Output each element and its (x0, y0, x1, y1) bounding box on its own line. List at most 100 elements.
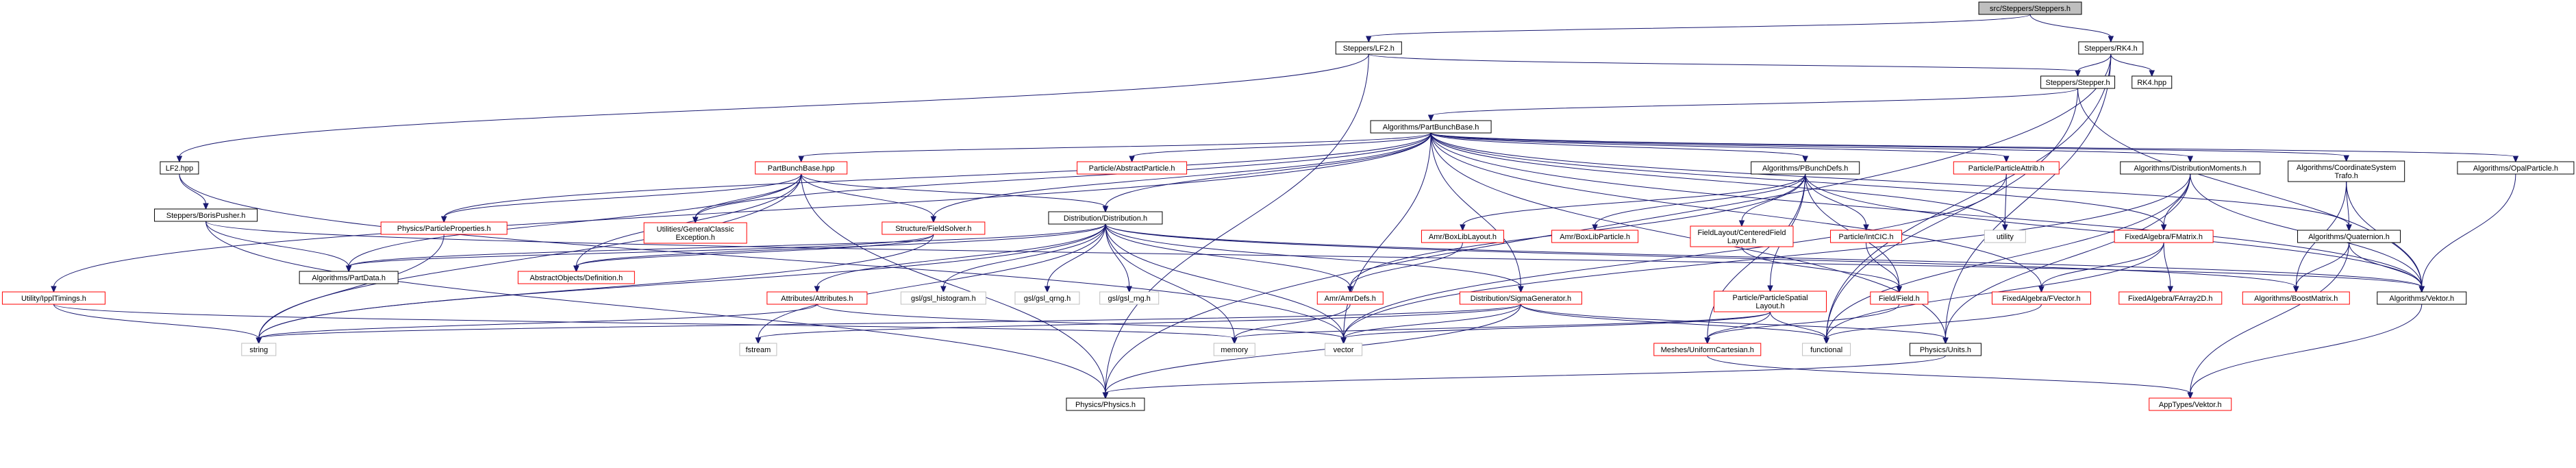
file-node-apptypes-vektor-h[interactable]: AppTypes/Vektor.h (2149, 397, 2232, 411)
file-node-label: gsl/gsl_rng.h (1108, 295, 1151, 303)
file-node-functional: functional (1802, 343, 1851, 356)
file-node-amrdefs-h[interactable]: Amr/AmrDefs.h (1316, 291, 1384, 305)
dependency-edge-partbunchbase_hpp-to-distribution_h (801, 173, 1109, 213)
dependency-edge-sigmagen_h-to-units_h (1520, 304, 1949, 345)
file-node-label: LF2.hpp (166, 164, 193, 173)
file-node-attributes-h[interactable]: Attributes/Attributes.h (766, 291, 868, 305)
file-node-uniformcartesian-h[interactable]: Meshes/UniformCartesian.h (1653, 343, 1762, 356)
dependency-edge-pbunchdefs_h-to-amrboxlibparticle_h (1592, 173, 1806, 232)
file-node-distmoments-h[interactable]: Algorithms/DistributionMoments.h (2120, 161, 2261, 175)
file-node-label: memory (1221, 346, 1248, 354)
file-node-field-h[interactable]: Field/Field.h (1870, 291, 1929, 305)
dependency-edges (51, 14, 2519, 399)
file-node-sigmagen-h[interactable]: Distribution/SigmaGenerator.h (1459, 291, 1582, 305)
file-node-stepper2-h[interactable]: Steppers/Stepper.h (2040, 75, 2116, 89)
file-node-utility: utility (1984, 230, 2026, 243)
file-node-partbunchbase-h[interactable]: Algorithms/PartBunchBase.h (1370, 120, 1492, 134)
file-node-partbunchbase-hpp[interactable]: PartBunchBase.hpp (755, 161, 848, 175)
dependency-edge-quaternion_h-to-boostmatrix_h (2293, 242, 2350, 293)
file-node-label: Physics/ParticleProperties.h (397, 225, 491, 233)
file-node-vektor-h[interactable]: Algorithms/Vektor.h (2377, 291, 2467, 305)
file-node-ippltimings-h[interactable]: Utility/IpplTimings.h (1, 291, 105, 305)
dependency-edge-distribution_h-to-memory (1105, 223, 1238, 345)
dependency-edge-quaternion_h-to-vektor_h (2349, 242, 2425, 293)
file-node-label: src/Steppers/Steppers.h (1990, 5, 2071, 13)
dependency-edge-vektor_h-to-apptypes_vektor_h (2187, 304, 2423, 399)
file-node-opalparticle-h[interactable]: Algorithms/OpalParticle.h (2457, 161, 2575, 175)
file-node-gsl-qrng-h: gsl/gsl_qrng.h (1014, 291, 1080, 305)
dependency-edge-particlespatial_h-to-memory (1231, 311, 1771, 345)
dependency-edge-pbunchdefs_h-to-intcic_h (1805, 173, 1869, 232)
file-node-label: Physics/Physics.h (1075, 401, 1136, 409)
file-node-units-h[interactable]: Physics/Units.h (1909, 343, 1981, 356)
dependency-edge-fvector_h-to-functional (1823, 304, 2042, 345)
file-node-abstractparticle-h[interactable]: Particle/AbstractParticle.h (1077, 161, 1188, 175)
dependency-edge-distmoments_h-to-functional (1823, 173, 2191, 345)
file-node-label: FieldLayout/CenteredField (1697, 229, 1786, 237)
dependency-edge-uniformcartesian_h-to-apptypes_vektor_h (1707, 355, 2194, 399)
file-node-lf2-hpp[interactable]: LF2.hpp (160, 161, 199, 175)
dependency-edge-distribution_h-to-gsl_rng_h (1105, 223, 1132, 293)
file-node-distribution-h[interactable]: Distribution/Distribution.h (1048, 211, 1163, 225)
file-node-label: Steppers/LF2.h (1343, 45, 1395, 53)
file-node-label: Algorithms/DistributionMoments.h (2134, 164, 2247, 173)
file-node-amrboxlibparticle-h[interactable]: Amr/BoxLibParticle.h (1551, 230, 1639, 243)
file-node-label: string (249, 346, 268, 354)
file-node-label: Layout.h (1727, 237, 1756, 245)
dependency-edge-sigmagen_h-to-string (255, 304, 1521, 345)
file-node-vector: vector (1325, 343, 1363, 356)
file-node-particleproperties-h[interactable]: Physics/ParticleProperties.h (380, 221, 508, 235)
dependency-edge-partbunchbase_h-to-opalparticle_h (1430, 132, 2519, 163)
file-node-fieldsolver-h[interactable]: Structure/FieldSolver.h (881, 221, 986, 235)
file-node-gsl-rng-h: gsl/gsl_rng.h (1099, 291, 1160, 305)
dependency-edge-ippltimings_h-to-memory (53, 304, 1238, 345)
file-node-farray2d-h[interactable]: FixedAlgebra/FArray2D.h (2118, 291, 2223, 305)
file-node-label: Distribution/Distribution.h (1064, 214, 1147, 223)
file-node-pbunchdefs-h[interactable]: Algorithms/PBunchDefs.h (1751, 161, 1860, 175)
file-node-intcic-h[interactable]: Particle/IntCIC.h (1830, 230, 1903, 243)
dependency-edge-distmoments_h-to-units_h (1942, 173, 2191, 345)
file-node-amrboxliblayout-h[interactable]: Amr/BoxLibLayout.h (1421, 230, 1504, 243)
dependency-edge-partbunchbase_h-to-coordsys_h (1430, 132, 2349, 162)
file-node-borispusher-h[interactable]: Steppers/BorisPusher.h (154, 208, 258, 222)
dependency-edge-particlespatial_h-to-uniformcartesian_h (1704, 311, 1771, 345)
file-node-label: gsl/gsl_qrng.h (1024, 295, 1071, 303)
file-node-partdata-h[interactable]: Algorithms/PartData.h (299, 271, 399, 284)
file-node-rk4-hpp[interactable]: RK4.hpp (2131, 75, 2173, 89)
file-node-physics-h[interactable]: Physics/Physics.h (1066, 397, 1145, 411)
file-node-fmatrix-h[interactable]: FixedAlgebra/FMatrix.h (2114, 230, 2214, 243)
file-node-rk4-h[interactable]: Steppers/RK4.h (2078, 41, 2144, 55)
file-node-label: FixedAlgebra/FVector.h (2002, 295, 2080, 303)
file-node-label: Algorithms/OpalParticle.h (2473, 164, 2558, 173)
file-node-label: Algorithms/CoordinateSystem (2297, 164, 2397, 172)
file-node-lf2-h[interactable]: Steppers/LF2.h (1335, 41, 1402, 55)
dependency-edge-particleattrib_h-to-utility (2002, 173, 2008, 232)
dependency-edge-partbunchbase_hpp-to-particleproperties_h (440, 173, 802, 223)
file-node-label: Particle/ParticleSpatial (1732, 294, 1808, 302)
file-node-particleattrib-h[interactable]: Particle/ParticleAttrib.h (1953, 161, 2060, 175)
file-node-label: Utilities/GeneralClassic (657, 225, 735, 234)
dependency-edge-partbunchbase_h-to-ippltimings_h (51, 132, 1431, 293)
file-node-label: utility (1997, 233, 2014, 241)
dependency-edge-fmatrix_h-to-fvector_h (2038, 242, 2164, 293)
file-node-label: Particle/ParticleAttrib.h (1968, 164, 2044, 173)
file-node-quaternion-h[interactable]: Algorithms/Quaternion.h (2297, 230, 2401, 243)
dependency-edge-partbunchbase_hpp-to-fieldsolver_h (801, 173, 937, 223)
dependency-edge-distribution_h-to-abstractdef_h (573, 223, 1106, 273)
dependency-edge-partbunchbase_h-to-fieldsolver_h (930, 132, 1431, 223)
file-node-label: AbstractObjects/Definition.h (529, 274, 623, 282)
file-node-label: RK4.hpp (2137, 79, 2166, 87)
dependency-edge-units_h-to-physics_h (1102, 355, 1946, 399)
dependency-edge-distribution_h-to-gsl_qrng_h (1044, 223, 1106, 293)
file-node-fvector-h[interactable]: FixedAlgebra/FVector.h (1991, 291, 2091, 305)
dependency-edge-rk4_h-to-stepper2_h (2075, 53, 2112, 77)
file-node-abstractdef-h[interactable]: AbstractObjects/Definition.h (517, 271, 635, 284)
dependency-edge-borispusher_h-to-physics_h (205, 221, 1109, 399)
file-node-label: FixedAlgebra/FArray2D.h (2128, 295, 2213, 303)
file-node-boostmatrix-h[interactable]: Algorithms/BoostMatrix.h (2242, 291, 2350, 305)
